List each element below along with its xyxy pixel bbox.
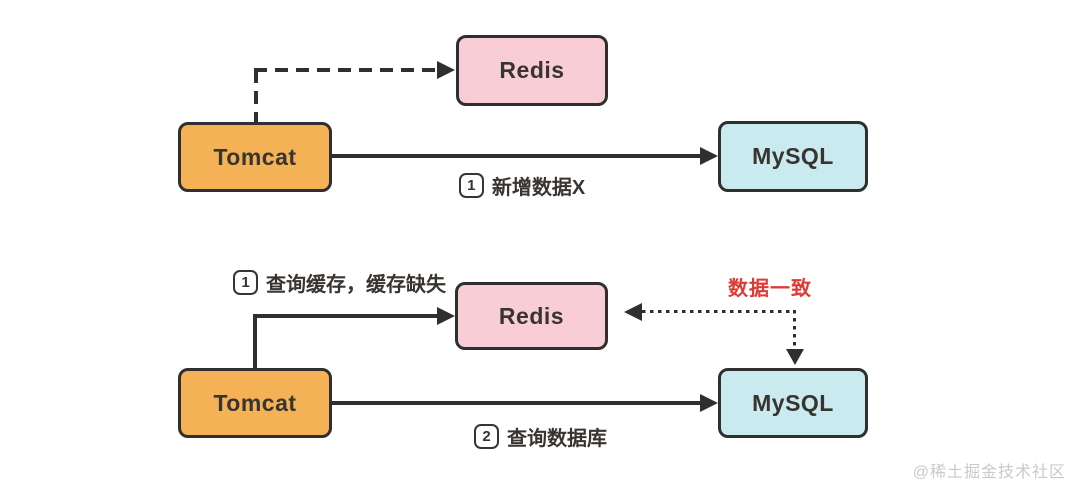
step-number-badge: 1 [458, 173, 484, 198]
node-redis-top-label: Redis [499, 57, 565, 83]
node-redis-top: Redis [456, 35, 608, 106]
step-label-query-db: 2 查询数据库 [448, 422, 633, 451]
step-label-query-cache: 1 查询缓存，缓存缺失 [233, 268, 446, 297]
consistency-label: 数据一致 [728, 278, 812, 300]
query-cache-arrowhead-icon [437, 307, 455, 325]
consistency-arrowhead-left-icon [624, 303, 642, 321]
step-label-query-cache-text: 查询缓存，缓存缺失 [266, 274, 446, 296]
query-cache-connector-vertical [253, 315, 257, 368]
write-db-arrow-line [332, 154, 702, 158]
step-label-write: 1 新增数据X [432, 171, 612, 200]
node-tomcat-top: Tomcat [178, 122, 332, 192]
node-mysql-bottom-label: MySQL [752, 389, 834, 416]
consistency-dotted-horizontal [642, 310, 795, 313]
node-tomcat-bottom-label: Tomcat [213, 389, 297, 416]
step-number-badge: 1 [233, 270, 258, 295]
consistency-arrowhead-down-icon [786, 349, 804, 365]
write-db-arrowhead-icon [700, 147, 718, 165]
query-cache-connector-horizontal [253, 314, 437, 318]
step-label-query-db-text: 查询数据库 [507, 428, 607, 450]
step-label-write-text: 新增数据X [491, 177, 586, 199]
node-mysql-top: MySQL [718, 121, 868, 192]
node-redis-bottom-label: Redis [498, 302, 565, 329]
dashed-arrowhead-right-icon [437, 61, 455, 79]
node-tomcat-top-label: Tomcat [213, 143, 297, 170]
dashed-connector-horizontal [254, 68, 438, 72]
dashed-connector-vertical [254, 70, 258, 122]
watermark: @稀土掘金技术社区 [912, 464, 1066, 481]
query-db-arrow-line [332, 401, 702, 405]
node-tomcat-bottom: Tomcat [178, 368, 332, 438]
consistency-dotted-vertical [793, 310, 796, 350]
step-number-badge: 2 [474, 424, 499, 449]
node-redis-bottom: Redis [455, 282, 608, 350]
node-mysql-top-label: MySQL [752, 143, 834, 169]
node-mysql-bottom: MySQL [718, 368, 868, 438]
query-db-arrowhead-icon [700, 394, 718, 412]
